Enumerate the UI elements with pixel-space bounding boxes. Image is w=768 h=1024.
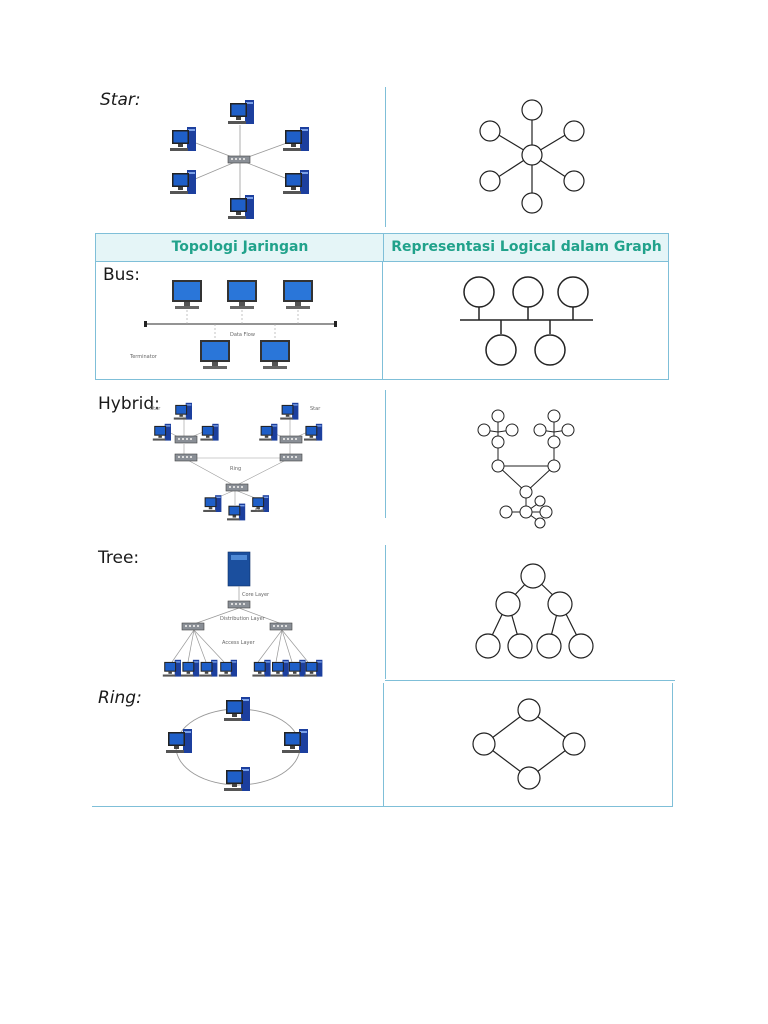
row-label-ring: Ring: [98,688,142,708]
hybrid-star-label-2: Star [150,406,161,412]
hybrid-graph [477,409,575,529]
ring-bottom-border [92,806,673,807]
row-label-hybrid: Hybrid: [98,394,160,414]
tree-topology-illustration: Core Layer Distribution Layer Access Lay… [162,551,323,677]
star-column-divider [385,87,386,227]
bus-graph [460,276,593,366]
ring-column-divider [383,683,384,807]
tree-column-divider [385,545,386,679]
row-label-bus: Bus: [103,265,141,285]
hybrid-star-label-3: Star [255,508,266,514]
hybrid-column-divider [385,390,386,518]
row-label-tree: Tree: [98,548,140,568]
tree-bottom-border [385,680,675,681]
tree-distribution-layer-label: Distribution Layer [220,616,266,622]
hybrid-star-label-1: Star [310,406,321,412]
bus-right-border [668,262,669,380]
bus-column-divider [382,262,383,380]
header-divider [383,234,384,261]
star-graph [479,99,585,214]
tree-core-layer-label: Core Layer [242,592,270,598]
star-topology-illustration [170,100,309,219]
bus-topology-illustration: Data Flow Terminator [129,280,337,369]
ring-topology-illustration [166,697,308,791]
header-topology: Topologi Jaringan [171,239,309,255]
tree-graph [475,563,594,659]
table-header: Topologi Jaringan Representasi Logical d… [95,233,669,262]
tree-access-layer-label: Access Layer [222,640,256,646]
ring-graph [472,698,586,790]
row-label-star: Star: [100,90,141,110]
header-logical: Representasi Logical dalam Graph [391,239,662,255]
bus-left-border [95,262,96,380]
ring-right-border [672,683,673,807]
bus-cable-label: Data Flow [230,332,255,338]
hybrid-ring-label: Ring [230,466,241,472]
bus-bottom-border [95,379,669,380]
hybrid-topology-illustration: Star Star Ring Star [150,402,323,521]
bus-terminator-label: Terminator [129,354,158,360]
